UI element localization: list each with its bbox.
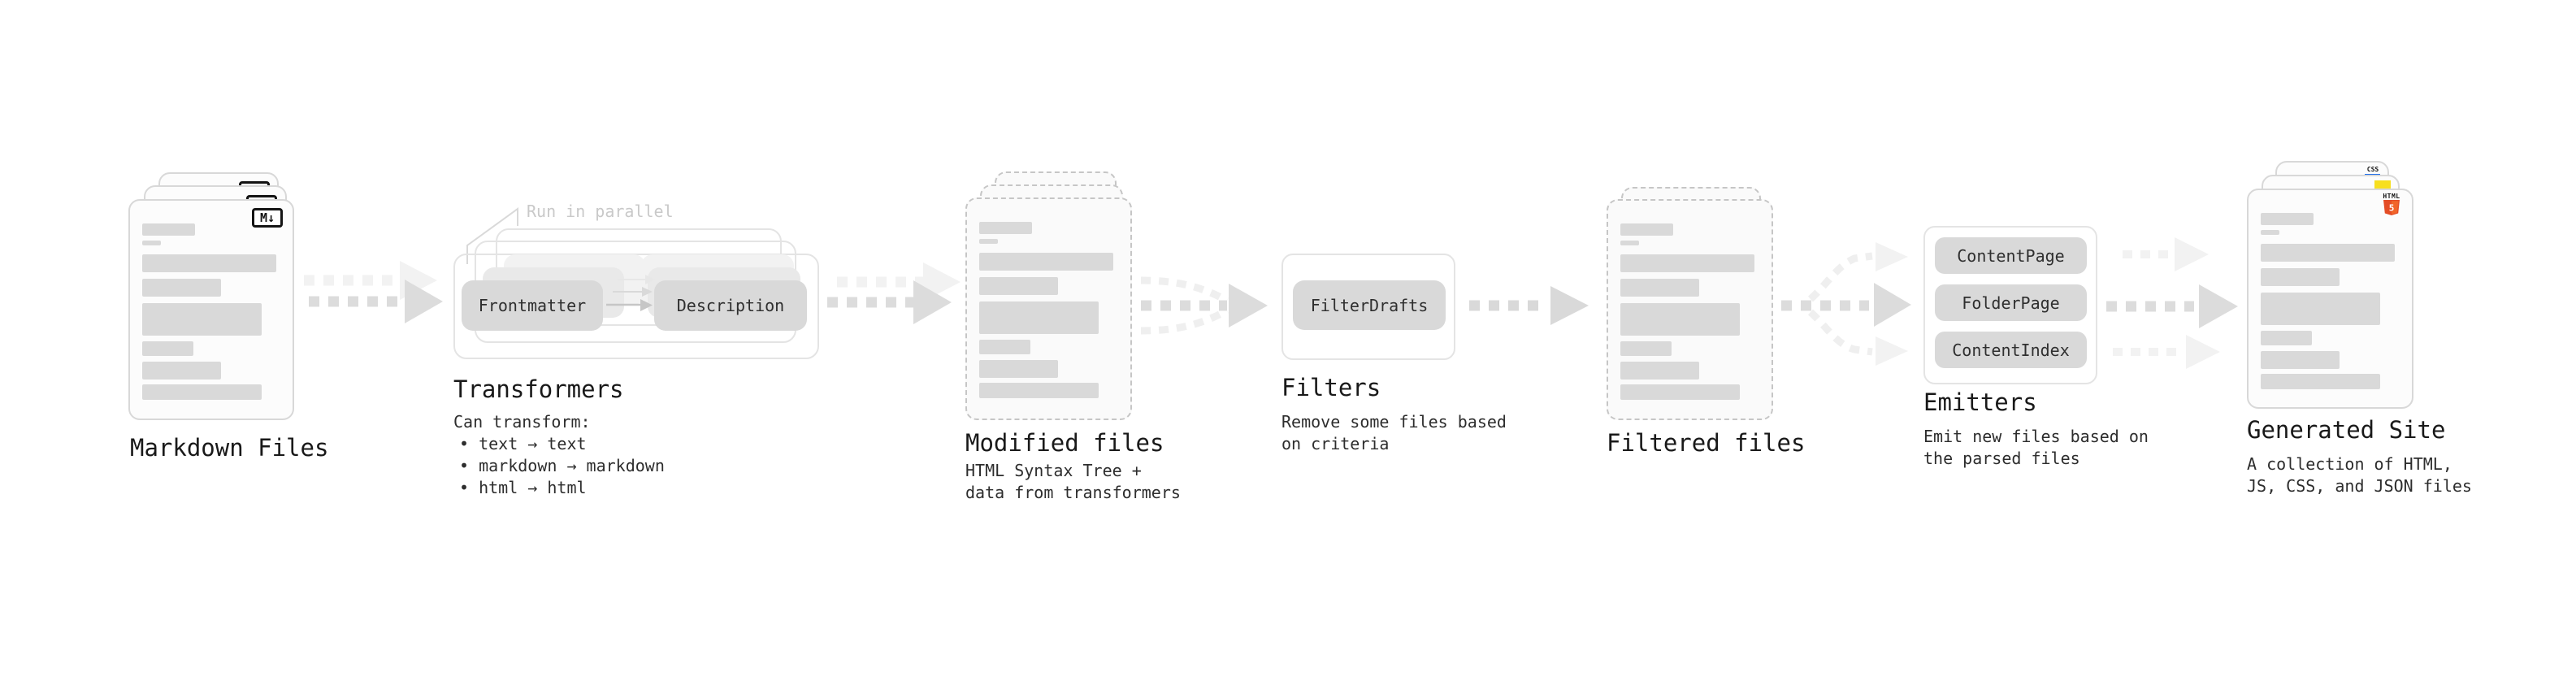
generated-site-title: Generated Site — [2247, 416, 2446, 444]
markdown-files-title: Markdown Files — [130, 434, 329, 462]
description-box: Description — [654, 280, 807, 331]
text-skeleton-bar — [1620, 279, 1699, 297]
modified-files-subtitle: HTML Syntax Tree + data from transformer… — [965, 460, 1181, 504]
arrow-transformers-to-modified — [827, 262, 961, 324]
text-skeleton-bar — [979, 277, 1058, 295]
text-skeleton-bar — [2261, 293, 2380, 325]
filtered-files-title: Filtered files — [1607, 429, 1806, 457]
text-skeleton-bar — [2261, 331, 2312, 345]
can-transform-heading: Can transform: — [453, 412, 591, 432]
text-skeleton-bar — [1620, 341, 1672, 356]
emitters-subtitle: Emit new files based on the parsed files — [1923, 426, 2149, 470]
fanout-top-arrowhead — [1876, 242, 1908, 271]
arrow-markdown-to-transformers — [304, 261, 443, 323]
filterdrafts-box: FilterDrafts — [1293, 280, 1446, 330]
modified-files-title: Modified files — [965, 429, 1164, 457]
text-skeleton-bar — [2261, 268, 2340, 286]
text-skeleton-bar — [979, 239, 998, 244]
text-skeleton-bar — [142, 241, 161, 245]
text-skeleton-bar — [1620, 303, 1740, 336]
text-skeleton-bar — [1620, 241, 1639, 245]
text-skeleton-bar — [142, 303, 262, 336]
text-skeleton-bar — [979, 360, 1058, 378]
text-skeleton-bar — [142, 362, 221, 380]
bullet-item: • markdown → markdown — [459, 456, 665, 475]
bullet-item: • text → text — [459, 434, 587, 453]
arrow-modified-to-filters-merge — [1140, 276, 1268, 335]
contentpage-box: ContentPage — [1935, 237, 2087, 274]
html5-shield-number: 5 — [2389, 203, 2395, 214]
subtitle-line: HTML Syntax Tree + — [965, 461, 1142, 480]
subtitle-line: A collection of HTML, — [2247, 454, 2452, 474]
filters-title: Filters — [1281, 374, 1381, 401]
subtitle-line: Emit new files based on — [1923, 427, 2149, 446]
modified-file-card-front — [965, 197, 1132, 420]
subtitle-line: JS, CSS, and JSON files — [2247, 476, 2472, 496]
generated-site-subtitle: A collection of HTML, JS, CSS, and JSON … — [2247, 453, 2472, 497]
fanout-bottom-arrowhead — [1876, 336, 1908, 366]
text-skeleton-bar — [1620, 223, 1673, 236]
text-skeleton-bar — [1620, 362, 1699, 380]
text-skeleton-bar — [1620, 384, 1740, 400]
text-skeleton-bar — [142, 341, 193, 356]
markdown-file-card-front: M↓ — [128, 199, 294, 420]
javascript-icon — [2374, 180, 2391, 191]
subtitle-line: Remove some files based — [1281, 412, 1507, 432]
folderpage-box: FolderPage — [1935, 284, 2087, 321]
site-file-card-html: HTML 5 — [2247, 189, 2413, 409]
text-skeleton-bar — [142, 279, 221, 297]
text-skeleton-bar — [2261, 213, 2314, 225]
text-skeleton-bar — [142, 223, 195, 236]
emitters-title: Emitters — [1923, 388, 2037, 416]
subtitle-line: data from transformers — [965, 483, 1181, 502]
filters-subtitle: Remove some files based on criteria — [1281, 411, 1507, 455]
css-icon-label: CSS — [2366, 166, 2379, 173]
text-skeleton-bar — [142, 254, 276, 272]
text-skeleton-bar — [979, 340, 1030, 354]
text-skeleton-bar — [979, 301, 1099, 334]
arrows-emitters-to-site — [2106, 237, 2238, 369]
text-skeleton-bar — [979, 253, 1113, 271]
html5-icon: HTML 5 — [2382, 193, 2401, 219]
bullet-item: • html → html — [459, 478, 587, 497]
frontmatter-box: Frontmatter — [462, 280, 603, 331]
transformers-subtitle: Can transform: • text → text • markdown … — [453, 411, 665, 499]
html5-icon-label: HTML — [2383, 193, 2400, 200]
subtitle-line: the parsed files — [1923, 449, 2080, 468]
text-skeleton-bar — [2261, 374, 2380, 389]
text-skeleton-bar — [2261, 244, 2395, 262]
run-in-parallel-note: Run in parallel — [527, 202, 674, 221]
subtitle-line: on criteria — [1281, 434, 1390, 453]
filtered-file-card-front — [1607, 199, 1773, 420]
arrow-filters-to-filtered — [1469, 286, 1589, 325]
text-skeleton-bar — [2261, 351, 2340, 369]
arrow-filtered-to-emitters-fanout — [1781, 242, 1911, 366]
contentindex-box: ContentIndex — [1935, 332, 2087, 368]
html5-shield: 5 — [2383, 200, 2400, 215]
text-skeleton-bar — [142, 384, 262, 400]
transformers-title: Transformers — [453, 375, 624, 403]
text-skeleton-bar — [1620, 254, 1754, 272]
markdown-icon: M↓ — [252, 208, 283, 228]
text-skeleton-bar — [979, 383, 1099, 398]
text-skeleton-bar — [2261, 230, 2279, 235]
text-skeleton-bar — [979, 222, 1032, 234]
